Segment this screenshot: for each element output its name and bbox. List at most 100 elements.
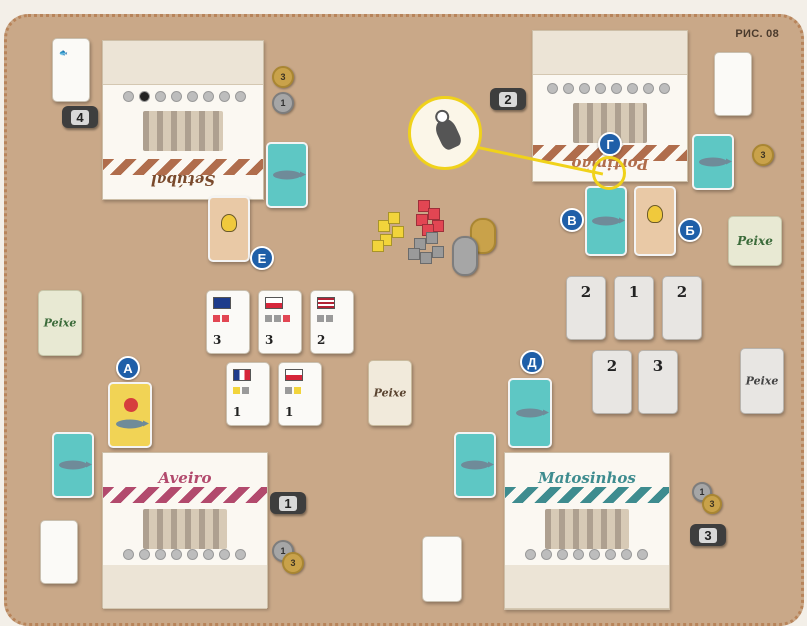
order-card[interactable]: 1: [278, 362, 322, 426]
coin-gold: 3: [752, 144, 774, 166]
board-strip: [533, 31, 687, 75]
goods-icons: [285, 387, 313, 394]
sardine-icon: [273, 171, 301, 180]
flag-icon: [317, 297, 335, 309]
marker-g: Г: [598, 132, 622, 156]
factory-illustration: [545, 509, 629, 549]
progress-track: [123, 91, 246, 102]
sardine-icon: [59, 461, 87, 470]
order-cost: 2: [317, 333, 325, 347]
flag-icon: [285, 369, 303, 381]
goods-icons: [265, 315, 293, 322]
fish-card: [508, 378, 552, 448]
coin-gold: 3: [272, 66, 294, 88]
marker-a: А: [116, 356, 140, 380]
order-card[interactable]: 2: [310, 290, 354, 354]
city-name: Aveiro: [103, 469, 267, 487]
deck-logo: Peixe: [746, 375, 779, 388]
progress-track: [123, 549, 246, 560]
order-card[interactable]: 1: [226, 362, 270, 426]
goods-icons: [213, 315, 241, 322]
point-value: 1: [629, 283, 639, 301]
sardine-icon: [516, 409, 544, 418]
city-name: Matosinhos: [505, 469, 669, 487]
highlight-ring: [592, 156, 626, 190]
deck-logo: Peixe: [374, 387, 407, 400]
board-strip: [103, 565, 267, 609]
goods-icons: [233, 387, 261, 394]
deck-green: Peixe: [38, 290, 82, 356]
zoom-callout: [408, 96, 482, 170]
coin-stack-silver: [452, 236, 478, 276]
flag-icon: [213, 297, 231, 309]
board-matosinhos: Matosinhos: [504, 452, 670, 610]
player-aid-card: [714, 52, 752, 116]
fish-card-selected: [585, 186, 627, 256]
flag-icon: [233, 369, 251, 381]
goods-icons: [317, 315, 345, 322]
order-cost: 3: [265, 333, 273, 347]
fish-card: [266, 142, 308, 208]
order-cost: 1: [233, 405, 241, 419]
factory-illustration: [143, 509, 227, 549]
sardine-icon: [461, 461, 489, 470]
board-setubal: Setúbal: [102, 40, 264, 200]
improvement-card[interactable]: 2: [566, 276, 606, 340]
fish-card: [454, 432, 496, 498]
point-value: 2: [607, 357, 617, 375]
deck-logo: Peixe: [737, 234, 773, 248]
order-cost: 3: [213, 333, 221, 347]
player-aid-card: [40, 520, 78, 584]
flag-icon: [265, 297, 283, 309]
worker-card: [634, 186, 676, 256]
city-name: Setúbal: [103, 171, 263, 189]
player-tile-3: 3: [690, 524, 726, 546]
hand-icon: [433, 116, 464, 152]
point-value: 2: [677, 283, 687, 301]
board-strip: [505, 565, 669, 609]
player-tile-4: 4: [62, 106, 98, 128]
improvement-card[interactable]: 2: [592, 350, 632, 414]
point-value: 3: [653, 357, 663, 375]
board-aveiro: Aveiro: [102, 452, 268, 608]
improvement-card[interactable]: 1: [614, 276, 654, 340]
progress-track: [547, 83, 670, 94]
coin-gold: 3: [702, 494, 722, 514]
tomato-card: [108, 382, 152, 448]
deck-gray: Peixe: [740, 348, 784, 414]
sardine-icon: [699, 158, 727, 167]
order-card[interactable]: 3: [206, 290, 250, 354]
marker-v: В: [560, 208, 584, 232]
point-value: 2: [581, 283, 591, 301]
player-tile-2: 2: [490, 88, 526, 110]
marker-d: Д: [520, 350, 544, 374]
roof-pattern: [103, 487, 267, 503]
bulb-icon: [647, 205, 663, 223]
sardine-icon: [592, 217, 620, 226]
player-aid-card: 🐟: [52, 38, 90, 102]
fish-card: [692, 134, 734, 190]
roof-pattern: [505, 487, 669, 503]
order-cost: 1: [285, 405, 293, 419]
figure-label: РИС. 08: [735, 28, 779, 40]
progress-track: [525, 549, 648, 560]
improvement-card[interactable]: 3: [638, 350, 678, 414]
fish-card: [52, 432, 94, 498]
sardine-icon: [116, 420, 144, 429]
player-aid-card: [422, 536, 462, 602]
bulb-icon: [221, 214, 237, 232]
deck-green: Peixe: [728, 216, 782, 266]
improvement-card[interactable]: 2: [662, 276, 702, 340]
factory-illustration: [143, 111, 223, 151]
marker-e: Е: [250, 246, 274, 270]
coin-gold: 3: [282, 552, 304, 574]
order-card[interactable]: 3: [258, 290, 302, 354]
player-tile-1: 1: [270, 492, 306, 514]
tomato-icon: [124, 398, 138, 412]
deck-cream: Peixe: [368, 360, 412, 426]
board-strip: [103, 41, 263, 85]
marker-b: Б: [678, 218, 702, 242]
deck-logo: Peixe: [44, 317, 77, 330]
coin-silver: 1: [272, 92, 294, 114]
worker-card: [208, 196, 250, 262]
